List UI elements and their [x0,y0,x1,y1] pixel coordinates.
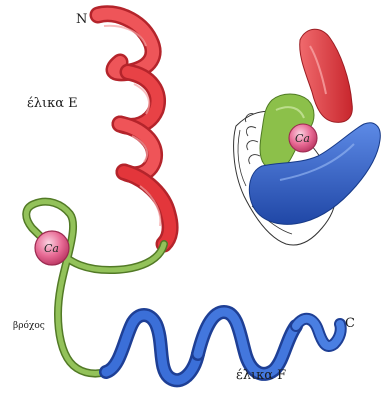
c-terminus-label: C [345,316,355,331]
calcium-ion-inset: Ca [289,124,317,152]
loop-label: βρόχος [13,321,45,331]
loop-ribbon [26,202,164,374]
helix-e-ribbon [98,14,170,244]
calcium-inset-label: Ca [295,132,310,145]
calcium-main-label: Ca [44,242,59,255]
helix-e-label: έλικα E [27,96,78,111]
n-terminus-label: N [76,12,87,27]
calcium-ion-main: Ca [35,231,69,265]
helix-f-ribbon [106,312,341,380]
helix-f-label: έλικα F [236,368,286,383]
